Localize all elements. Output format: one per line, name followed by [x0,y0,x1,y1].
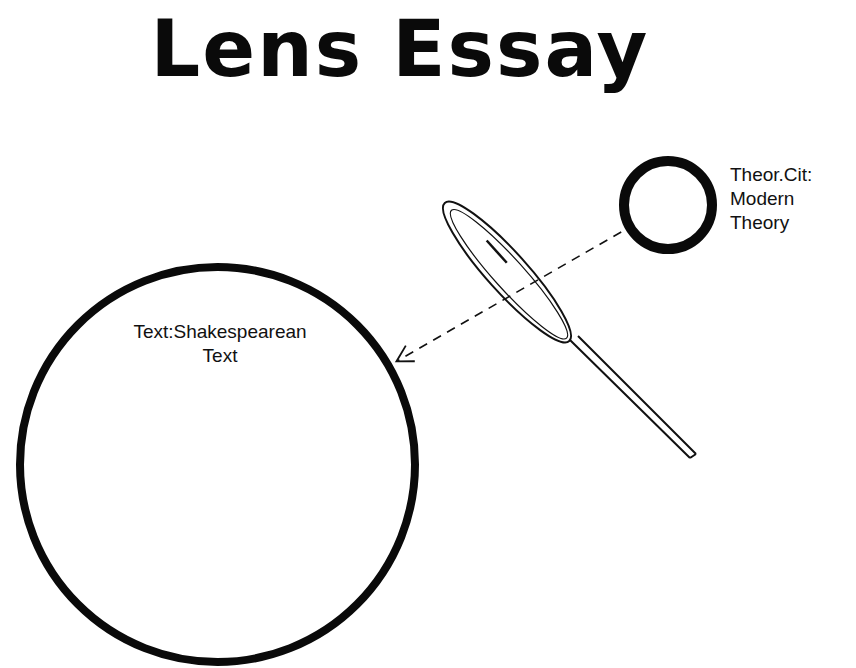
node-label: Theor.Cit: Modern Theory [730,163,845,235]
title-text: Lens Essay [0,4,800,94]
dashed-arrow [396,232,621,361]
node-label: Text:Shakespearean Text [120,320,320,368]
circle-node: Theor.Cit: Modern Theory [618,155,850,275]
circle-outline [618,155,718,255]
circle-node: Text:Shakespearean Text [15,262,420,667]
